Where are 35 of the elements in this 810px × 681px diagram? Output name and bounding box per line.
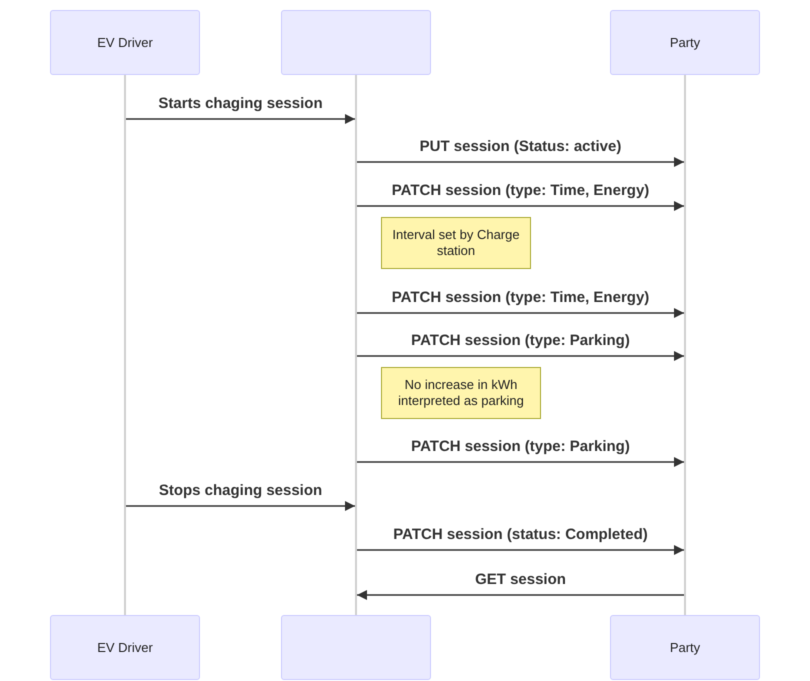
participant-box	[50, 615, 200, 680]
message-label: Starts chaging session	[158, 95, 323, 113]
note-box	[381, 217, 531, 269]
message-arrow	[126, 114, 355, 124]
message-arrow	[126, 501, 355, 511]
message-arrow	[357, 157, 684, 167]
participant-label: Party	[670, 640, 700, 656]
message-arrow	[357, 457, 684, 467]
message-arrow	[357, 201, 684, 211]
message-label: PATCH session (type: Time, Energy)	[392, 289, 650, 307]
message-label: GET session	[475, 571, 566, 589]
participant-box	[50, 10, 200, 75]
participant-label: EV Driver	[97, 34, 153, 50]
lifeline	[124, 75, 126, 615]
message-label: PATCH session (type: Parking)	[411, 332, 630, 350]
participant-box	[610, 615, 760, 680]
participant-box	[610, 10, 760, 75]
participant-label: Party	[670, 34, 700, 50]
participant-label: EV Driver	[97, 640, 153, 656]
message-arrow	[357, 545, 684, 555]
note-box	[381, 367, 541, 419]
message-label: PATCH session (type: Time, Energy)	[392, 182, 650, 200]
message-label: PATCH session (status: Completed)	[393, 526, 648, 544]
lifeline	[684, 75, 686, 615]
lifeline	[355, 75, 357, 615]
message-arrow	[357, 308, 684, 318]
note-text: Interval set by Charge station	[391, 227, 521, 259]
message-label: PATCH session (type: Parking)	[411, 438, 630, 456]
participant-box	[281, 10, 431, 75]
message-label: PUT session (Status: active)	[420, 138, 622, 156]
participant-box	[281, 615, 431, 680]
note-text: No increase in kWh interpreted as parking	[397, 377, 525, 409]
message-label: Stops chaging session	[158, 482, 322, 500]
message-arrow	[357, 590, 684, 600]
message-arrow	[357, 351, 684, 361]
